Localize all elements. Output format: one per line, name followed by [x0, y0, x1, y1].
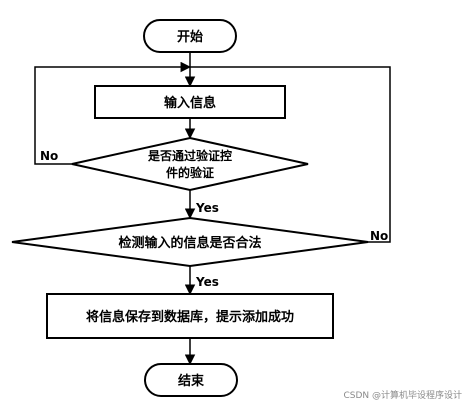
end-label: 结束 [178, 373, 205, 389]
check-controls-decision: 是否通过验证控 件的验证 [71, 136, 309, 192]
edge-no-label-2: No [370, 229, 388, 243]
edge-check-valid-no-loop [190, 66, 391, 243]
save-label: 将信息保存到数据库，提示添加成功 [86, 309, 294, 325]
edge-check-controls-no-loop [34, 61, 192, 165]
start-node: 开始 [143, 19, 237, 53]
check-valid-label: 检测输入的信息是否合法 [118, 235, 261, 251]
input-node: 输入信息 [94, 85, 286, 119]
check-valid-decision: 检测输入的信息是否合法 [11, 216, 369, 268]
save-node: 将信息保存到数据库，提示添加成功 [46, 293, 334, 339]
end-node: 结束 [144, 363, 238, 397]
edge-yes-label-2: Yes [195, 275, 219, 289]
edge-no-label-1: No [40, 149, 58, 163]
csdn-watermark: CSDN @计算机毕设程序设计 [343, 389, 462, 401]
start-label: 开始 [177, 29, 203, 45]
check-controls-label-line2: 件的验证 [166, 165, 214, 180]
check-controls-label-line1: 是否通过验证控 [147, 148, 232, 163]
edge-yes-label-1: Yes [195, 201, 219, 215]
input-label: 输入信息 [164, 95, 216, 111]
